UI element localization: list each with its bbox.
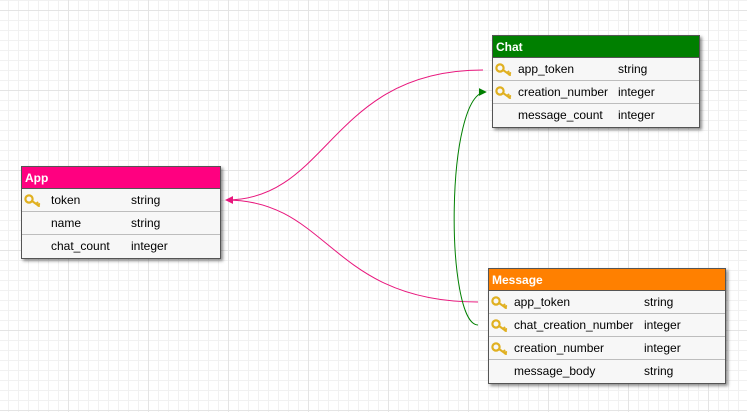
- field-type: integer: [644, 341, 681, 355]
- app-field-row[interactable]: chat_count integer: [22, 235, 220, 258]
- field-type: integer: [618, 85, 655, 99]
- primary-key-icon: [491, 318, 508, 333]
- primary-key-icon: [495, 85, 512, 100]
- field-type: integer: [131, 239, 168, 253]
- primary-key-icon: [491, 341, 508, 356]
- chat-field-row[interactable]: creation_number integer: [493, 81, 699, 104]
- field-name: chat_count: [51, 239, 110, 253]
- relation-chat-app-token-line[interactable]: [225, 69, 484, 204]
- field-name: message_body: [514, 364, 596, 378]
- app-field-row[interactable]: token string: [22, 189, 220, 212]
- field-type: string: [618, 62, 648, 76]
- field-type: string: [644, 295, 674, 309]
- field-name: app_token: [518, 62, 575, 76]
- field-name: creation_number: [514, 341, 605, 355]
- primary-key-icon: [491, 295, 508, 310]
- relation-message-app-token-line[interactable]: [225, 196, 479, 303]
- chat-field-row[interactable]: app_token string: [493, 58, 699, 81]
- entity-message-title[interactable]: Message: [489, 269, 725, 291]
- message-field-row[interactable]: chat_creation_number integer: [489, 314, 725, 337]
- field-type: string: [131, 216, 161, 230]
- field-type: string: [644, 364, 674, 378]
- entity-chat-title[interactable]: Chat: [493, 36, 699, 58]
- field-name: chat_creation_number: [514, 318, 634, 332]
- entity-app[interactable]: App token string name string chat_count integ…: [21, 166, 221, 259]
- primary-key-icon: [24, 193, 41, 208]
- relation-message-chat-number-line[interactable]: [453, 88, 487, 326]
- message-field-row[interactable]: message_body string: [489, 360, 725, 383]
- field-name: name: [51, 216, 82, 230]
- app-field-row[interactable]: name string: [22, 212, 220, 235]
- field-type: integer: [644, 318, 681, 332]
- field-name: creation_number: [518, 85, 609, 99]
- entity-app-fields: token string name string chat_count integer: [22, 189, 220, 258]
- field-type: integer: [618, 108, 655, 122]
- message-field-row[interactable]: creation_number integer: [489, 337, 725, 360]
- field-name: message_count: [518, 108, 603, 122]
- primary-key-icon: [495, 62, 512, 77]
- message-field-row[interactable]: app_token string: [489, 291, 725, 314]
- entity-app-title[interactable]: App: [22, 167, 220, 189]
- field-name: token: [51, 193, 81, 207]
- field-type: string: [131, 193, 161, 207]
- chat-field-row[interactable]: message_count integer: [493, 104, 699, 127]
- field-name: app_token: [514, 295, 571, 309]
